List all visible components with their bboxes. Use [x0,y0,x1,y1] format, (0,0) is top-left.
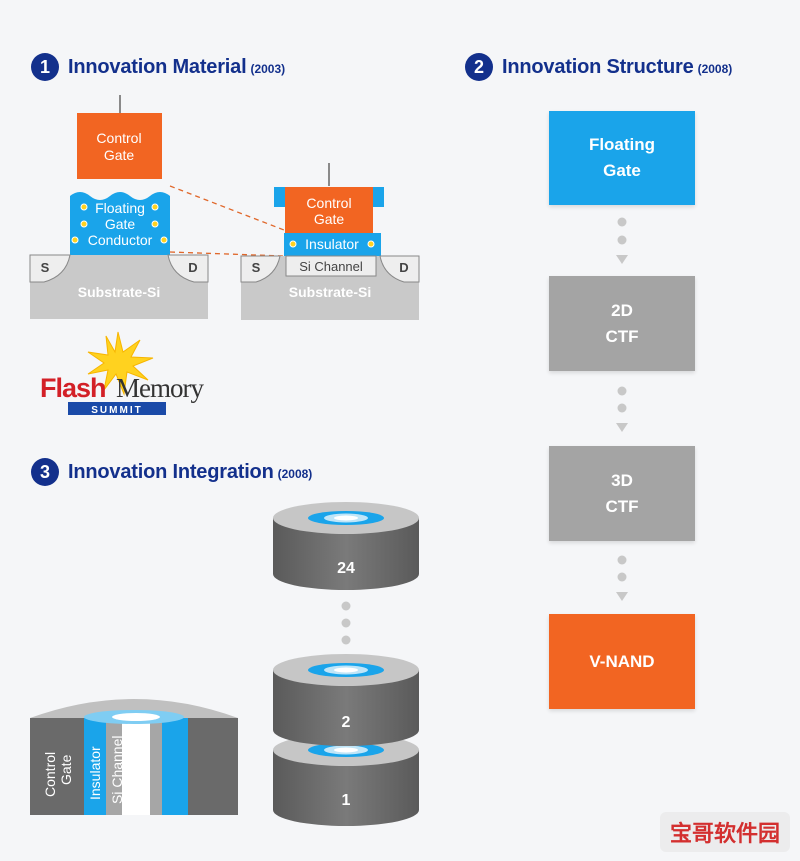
source-region [29,254,71,283]
control-gate-label: Control [96,130,141,146]
logo-word-memory: Memory [116,373,204,403]
cross-section-top [30,699,238,718]
channel-top-core [112,713,160,721]
electron-dot [289,240,297,248]
floating-gate-block [70,192,170,255]
section-year: (2008) [697,62,733,76]
flow-box-3d-ctf: 3D CTF [549,446,695,541]
vnand-cross-section: Control Gate Insulator Si Channel [30,699,238,815]
dashed-guide-line [169,185,285,231]
si-channel-region [285,255,377,277]
flow-box-label: Gate [603,161,641,180]
flash-memory-summit-logo: Flash Memory SUMMIT [40,331,205,416]
flow-box-label: CTF [605,326,639,346]
floating-gate-label: Floating [95,200,145,216]
section-title-integration: 3 Innovation Integration (2008) [31,458,312,486]
control-gate-label: Control [306,195,351,211]
substrate-label: Substrate-Si [78,284,160,300]
stack-ellipsis [341,601,351,645]
control-gate-block [285,187,373,233]
si-channel-label: Si Channel [109,736,125,805]
charge-trap-transistor: Control Gate Insulator Si Channel S D Su… [240,163,420,320]
control-gate-label: Gate [314,211,345,227]
control-gate-label: Gate [58,754,74,785]
flow-box-label: V-NAND [589,651,655,671]
section-year: (2003) [250,62,286,76]
electron-dot [367,240,375,248]
source-label: S [41,260,50,275]
drain-label: D [399,260,408,275]
section-title-structure: 2 Innovation Structure (2008) [465,53,732,81]
layer-cylinder-1: 1 [273,734,419,826]
drain-region [379,255,420,283]
cylinder-stack: 1 2 24 [273,502,419,826]
dashed-guide-line [169,251,285,257]
si-channel-label: Si Channel [299,259,363,274]
layer-label: 2 [342,714,351,731]
layer-cylinder-24: 24 [273,502,419,590]
insulator-block [284,233,381,256]
section-number-badge: 2 [465,53,493,81]
layer-label: 24 [337,560,355,577]
section-year: (2008) [277,467,313,481]
electron-dots [71,203,168,244]
section-number-badge: 3 [31,458,59,486]
section-title-text: Innovation Structure [502,55,694,78]
flow-box-label: CTF [605,496,639,516]
flow-box-label: 2D [611,300,633,320]
control-gate-label: Control [42,752,58,797]
flow-box-label: 3D [611,470,633,490]
logo-summit-bar [68,402,166,415]
section-title-text: Innovation Material [68,55,247,78]
section-number-badge: 1 [31,53,59,81]
section-title-material: 1 Innovation Material (2003) [31,53,285,81]
floating-gate-label: Conductor [88,232,153,248]
logo-word-flash: Flash [40,373,106,403]
source-region [240,255,281,283]
layer-label: 1 [342,792,351,809]
substrate-label: Substrate-Si [289,284,371,300]
drain-label: D [188,260,197,275]
flow-box-label: Floating [588,135,656,154]
layer-cylinder-2: 2 [273,654,419,746]
control-gate-block [77,113,162,179]
logo-word-summit: SUMMIT [91,405,142,416]
floating-gate-label: Gate [105,216,136,232]
floating-gate-transistor: Control Gate Floating Gate Conductor S D… [29,95,209,319]
drain-region [167,254,209,283]
starburst-icon [87,331,154,396]
flow-connectors [616,217,628,601]
section-title-text: Innovation Integration [68,460,274,483]
flow-box-2d-ctf: 2D CTF [549,276,695,371]
flow-box-floating-gate: Floating Gate [549,111,695,205]
watermark-badge: 宝哥软件园 [660,812,790,852]
flow-box-v-nand: V-NAND [549,614,695,709]
insulator-label: Insulator [87,746,103,800]
insulator-label: Insulator [305,236,359,252]
control-gate-label: Gate [104,147,135,163]
source-label: S [252,260,261,275]
core-layer [122,718,150,815]
